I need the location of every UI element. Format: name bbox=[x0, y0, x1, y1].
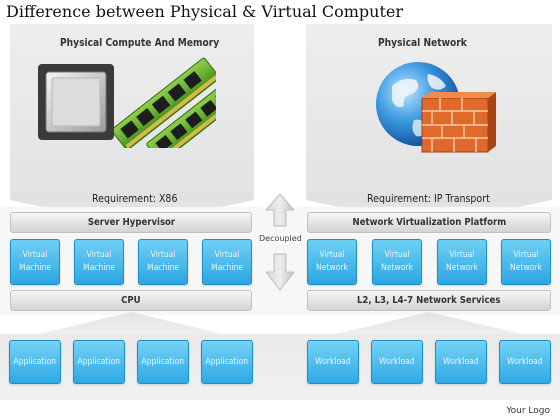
right-heading: Physical Network bbox=[378, 36, 467, 49]
workload-tile: Workload bbox=[371, 340, 423, 384]
virtual-machine-tile: Virtual Machine bbox=[138, 239, 188, 285]
virtual-network-tile: Virtual Network bbox=[372, 239, 422, 285]
workload-tile: Workload bbox=[307, 340, 359, 384]
memory-module-icon bbox=[111, 57, 216, 148]
application-tile: Application bbox=[137, 340, 189, 384]
cpu-bar: CPU bbox=[10, 290, 252, 311]
application-tile: Application bbox=[9, 340, 61, 384]
globe-icon bbox=[376, 62, 496, 153]
virtual-network-tile: Virtual Network bbox=[501, 239, 551, 285]
page-title: Difference between Physical & Virtual Co… bbox=[6, 2, 404, 21]
cpu-chip-icon bbox=[38, 57, 216, 148]
right-requirement: Requirement: IP Transport bbox=[367, 193, 490, 205]
workload-tile: Workload bbox=[499, 340, 551, 384]
application-tile: Application bbox=[73, 340, 125, 384]
left-heading: Physical Compute And Memory bbox=[60, 36, 220, 49]
virtual-machine-tile: Virtual Machine bbox=[10, 239, 60, 285]
virtual-machine-tile: Virtual Machine bbox=[74, 239, 124, 285]
up-down-arrow-icon bbox=[266, 194, 294, 290]
firewall-brick-wall-icon bbox=[421, 92, 496, 153]
footer-logo: Your Logo bbox=[506, 406, 550, 416]
decoupled-label: Decoupled bbox=[259, 234, 302, 243]
network-services-bar: L2, L3, L4-7 Network Services bbox=[307, 290, 551, 311]
left-requirement: Requirement: X86 bbox=[92, 193, 178, 205]
virtual-network-tile: Virtual Network bbox=[437, 239, 487, 285]
server-hypervisor-bar: Server Hypervisor bbox=[10, 212, 252, 233]
workload-tile: Workload bbox=[435, 340, 487, 384]
application-tile: Application bbox=[201, 340, 253, 384]
virtual-network-tile: Virtual Network bbox=[307, 239, 357, 285]
network-virtualization-platform-bar: Network Virtualization Platform bbox=[307, 212, 551, 233]
virtual-machine-tile: Virtual Machine bbox=[202, 239, 252, 285]
